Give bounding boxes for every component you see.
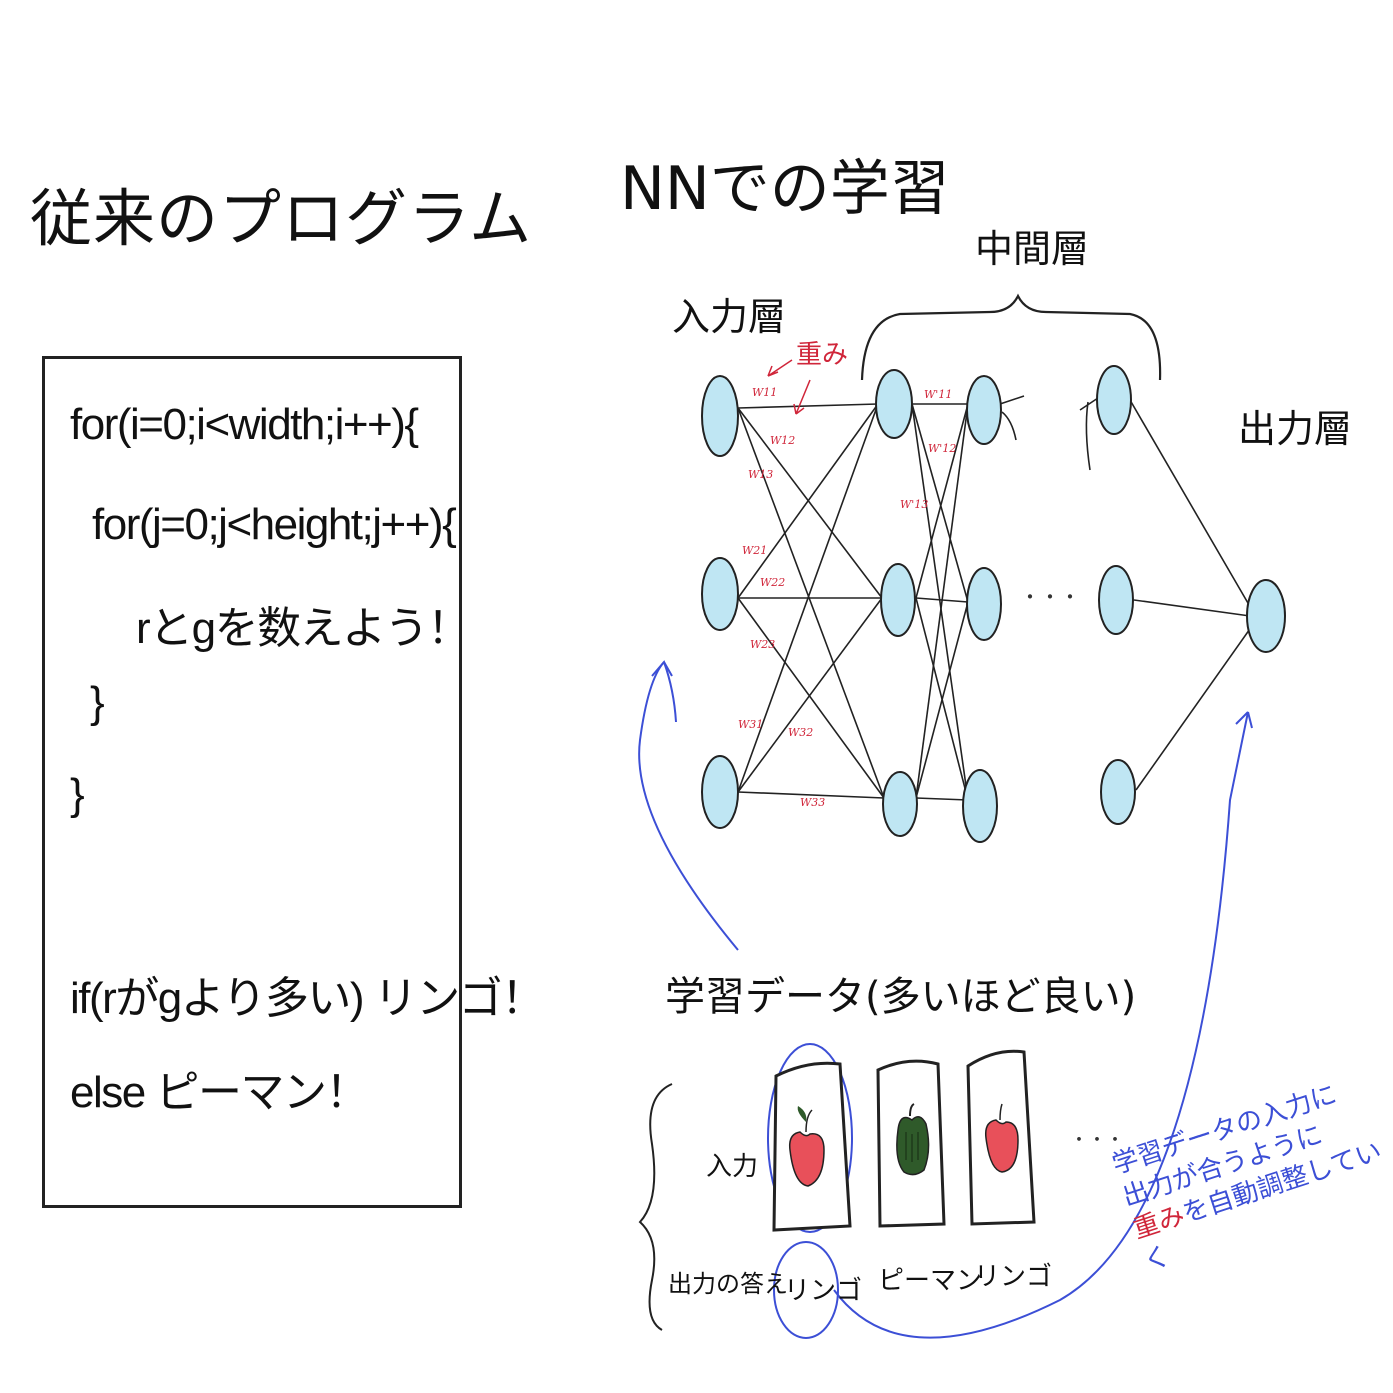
hidden3-node-3 [1100, 759, 1136, 825]
sample-answer-3: リンゴ [974, 1262, 1053, 1292]
hidden1-node-2 [880, 563, 916, 637]
traditional-program-title: 従来のプログラム [30, 182, 533, 255]
weight-arrow-2 [793, 379, 811, 415]
sample-answer-1: リンゴ [784, 1276, 863, 1306]
weight-w31: W31 [738, 718, 763, 731]
code-line-count: rとgを数えよう！ [136, 604, 471, 653]
edges-hidden-output [1129, 399, 1253, 791]
hidden2-node-2 [966, 567, 1002, 641]
weight-w33: W33 [800, 796, 825, 809]
hidden1-node-3 [882, 771, 918, 837]
hidden-ellipsis: ・・・ [1020, 585, 1080, 609]
apple-icon [788, 1106, 825, 1187]
sample-answer-label: 出力の答え [668, 1270, 788, 1298]
hidden2-node-3 [962, 769, 998, 843]
nn-learning-title: NNでの学習 [620, 154, 950, 224]
code-line-inner-for: for(j=0;j<height;j++){ [92, 500, 457, 549]
edges-hidden-hidden [911, 395, 1099, 801]
training-data-brace [638, 1083, 673, 1331]
hidden-layer-label: 中間層 [975, 227, 1090, 271]
weight-w-prime-13: W'13 [900, 498, 928, 511]
weight-w12: W12 [770, 434, 795, 447]
code-line-else: else ピーマン！ [70, 1068, 369, 1117]
edges-input-hidden [737, 403, 885, 799]
sample-answer-2: ピーマン [878, 1266, 983, 1296]
output-layer-label: 出力層 [1238, 407, 1353, 451]
sample-cards [772, 1049, 1036, 1232]
code-line-close-outer: } [70, 770, 85, 819]
code-line-outer-for: for(i=0;i<width;i++){ [70, 400, 419, 449]
weight-w-prime-11: W'11 [924, 388, 952, 401]
weight-w32: W32 [788, 726, 813, 739]
weight-arrow-1 [767, 359, 793, 377]
weight-w21: W21 [742, 544, 767, 557]
sample-input-label: 入力 [706, 1152, 759, 1182]
weight-w23: W23 [750, 638, 775, 651]
training-data-title: 学習データ(多いほど良い) [665, 974, 1137, 1020]
input-node-2 [701, 557, 739, 631]
code-line-close-inner: } [90, 678, 105, 727]
green-pepper-icon [896, 1103, 930, 1176]
apple-icon [984, 1103, 1019, 1173]
hidden3-node-2 [1098, 565, 1134, 635]
hidden-layer-brace [860, 293, 1162, 381]
weight-w13: W13 [748, 468, 773, 481]
samples-ellipsis: ・・・ [1070, 1130, 1124, 1151]
output-node [1246, 579, 1286, 653]
code-line-if: if(rがgより多い) リンゴ！ [70, 974, 545, 1023]
feedback-arrows [638, 660, 1253, 1339]
hidden2-node-1 [966, 375, 1002, 445]
input-node-3 [701, 755, 739, 829]
code-box [42, 356, 462, 1208]
weight-w-prime-12: W'12 [928, 442, 956, 455]
weight-w22: W22 [760, 576, 785, 589]
nodes [701, 365, 1286, 843]
hidden3-node-1 [1096, 365, 1132, 435]
weight-w11: W11 [752, 386, 777, 399]
weight-label: 重み [796, 340, 849, 370]
input-node-1 [701, 375, 739, 457]
input-layer-label: 入力層 [672, 295, 787, 339]
hidden1-node-1 [875, 369, 913, 439]
